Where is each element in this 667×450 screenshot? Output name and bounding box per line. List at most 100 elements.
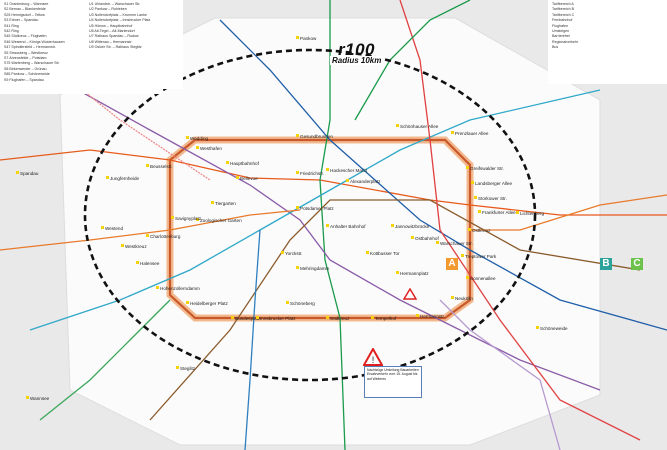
legend-item: Flughafen [552, 23, 568, 28]
station-label[interactable]: Storkower Str. [478, 196, 507, 201]
station-label[interactable]: Charlottenburg [150, 234, 181, 239]
station-marker [346, 179, 349, 182]
station-label[interactable]: Frankfurter Allee [482, 210, 516, 215]
line-green-ne [354, 0, 471, 121]
station-marker [196, 218, 199, 221]
station-marker [296, 171, 299, 174]
station-label[interactable]: Potsdamer Platz [300, 206, 334, 211]
station-marker [391, 224, 394, 227]
station-label[interactable]: Savignyplatz [175, 216, 202, 221]
station-label[interactable]: Bellevue [240, 176, 258, 181]
station-label[interactable]: Mehringdamm [300, 266, 330, 271]
bus-line-label: r100 [338, 40, 375, 59]
station-label[interactable]: Pankow [300, 36, 317, 41]
station-label[interactable]: Wannsee [30, 396, 50, 401]
station-label[interactable]: Hackescher Markt [330, 168, 368, 173]
line-orange-west [0, 209, 301, 251]
legend-item: Bus [552, 45, 559, 50]
station-label[interactable]: Lichtenberg [520, 211, 544, 216]
station-label[interactable]: Prenzlauer Allee [455, 131, 489, 136]
legend-item: S7 Ahrensfelde – Potsdam [4, 56, 47, 61]
line-red [399, 0, 641, 441]
station-label[interactable]: Landsberger Allee [475, 181, 512, 186]
station-marker [536, 326, 539, 329]
station-marker [416, 314, 419, 317]
legend-item: U4 Nollendorfplatz – Innsbrucker Platz [89, 18, 151, 23]
legend-item: S25 Hennigsdorf – Teltow [4, 12, 45, 17]
station-label[interactable]: Schöneweide [540, 326, 568, 331]
station-label[interactable]: Bundesplatz [235, 316, 261, 321]
legend-item: Umsteigen [552, 29, 570, 34]
station-marker [186, 136, 189, 139]
station-label[interactable]: Treptower Park [465, 254, 497, 259]
station-label[interactable]: Sonnenallee [470, 276, 496, 281]
station-label[interactable]: Tiergarten [215, 201, 236, 206]
station-marker [326, 316, 329, 319]
station-label[interactable]: Steglitz [180, 366, 196, 371]
station-label[interactable]: Jungfernheide [110, 176, 140, 181]
station-marker [466, 276, 469, 279]
station-label[interactable]: Schönhauser Allee [400, 124, 439, 129]
warning-icon: ! [363, 348, 383, 366]
line-lilac-se [439, 299, 561, 450]
station-label[interactable]: Südkreuz [330, 316, 350, 321]
station-marker [146, 164, 149, 167]
legend-item: S42 Ring [4, 29, 19, 34]
station-marker [26, 396, 29, 399]
station-label[interactable]: Jannowitzbrücke [395, 224, 430, 229]
station-label[interactable]: Hauptbahnhof [230, 161, 260, 166]
warning-icon [403, 288, 417, 300]
station-label[interactable]: Greifswalder Str. [470, 166, 504, 171]
station-label[interactable]: Beusselstr. [150, 164, 172, 169]
station-marker [196, 146, 199, 149]
station-label[interactable]: Halensee [140, 261, 160, 266]
station-label[interactable]: Zoologischer Garten [200, 218, 242, 223]
service-notice[interactable]: Nachtzüge Umleitung Bauarbeiten Ersatzve… [364, 366, 422, 398]
station-label[interactable]: Ostkreuz [472, 228, 491, 233]
station-label[interactable]: Hermannstr. [420, 314, 445, 319]
station-marker [256, 316, 259, 319]
station-label[interactable]: Ostbahnhof [415, 236, 439, 241]
station-label[interactable]: Heidelberger Platz [190, 301, 228, 306]
line-u-blue [219, 19, 667, 331]
station-label[interactable]: Kottbusser Tor [370, 251, 400, 256]
station-label[interactable]: Neukölln [455, 296, 473, 301]
station-label[interactable]: Westkreuz [125, 244, 147, 249]
station-marker [281, 251, 284, 254]
zone-a-badge: A [446, 258, 458, 270]
legend-item: U7 Rathaus Spandau – Rudow [89, 34, 139, 39]
station-marker [466, 166, 469, 169]
station-marker [471, 181, 474, 184]
station-marker [296, 266, 299, 269]
station-label[interactable]: Spandau [20, 171, 39, 176]
radius-10km-circle [83, 48, 537, 382]
station-label[interactable]: Hohenzollerndamm [160, 286, 200, 291]
station-label[interactable]: Gesundbrunnen [300, 134, 333, 139]
station-label[interactable]: Schöneberg [290, 301, 315, 306]
station-label[interactable]: Warschauer Str. [440, 241, 473, 246]
legend-item: S45 Südkreuz – Flughafen [4, 34, 47, 39]
station-label[interactable]: Innsbrucker Platz [260, 316, 296, 321]
station-label[interactable]: Alexanderplatz [350, 179, 381, 184]
station-label[interactable]: Anhalter Bahnhof [330, 224, 366, 229]
zone-b-badge: B [600, 258, 612, 270]
station-label[interactable]: Wedding [190, 136, 208, 141]
station-marker [326, 168, 329, 171]
station-label[interactable]: Yorckstr. [285, 251, 302, 256]
zone-b-area [59, 17, 601, 446]
station-marker [411, 236, 414, 239]
legend-item: U2 Pankow – Ruhleben [89, 7, 127, 12]
station-label[interactable]: Westhafen [200, 146, 222, 151]
legend-item: S85 Pankow – Schöneweide [4, 72, 50, 77]
station-label[interactable]: Tempelhof [375, 316, 397, 321]
station-label[interactable]: Friedrichstr. [300, 171, 324, 176]
svg-text:!: ! [372, 355, 375, 365]
station-label[interactable]: Hermannplatz [400, 271, 429, 276]
station-marker [436, 241, 439, 244]
station-label[interactable]: Westend [105, 226, 123, 231]
legend-item: Tarifbereich B [552, 7, 574, 12]
station-marker [136, 261, 139, 264]
station-marker [156, 286, 159, 289]
station-marker [468, 228, 471, 231]
